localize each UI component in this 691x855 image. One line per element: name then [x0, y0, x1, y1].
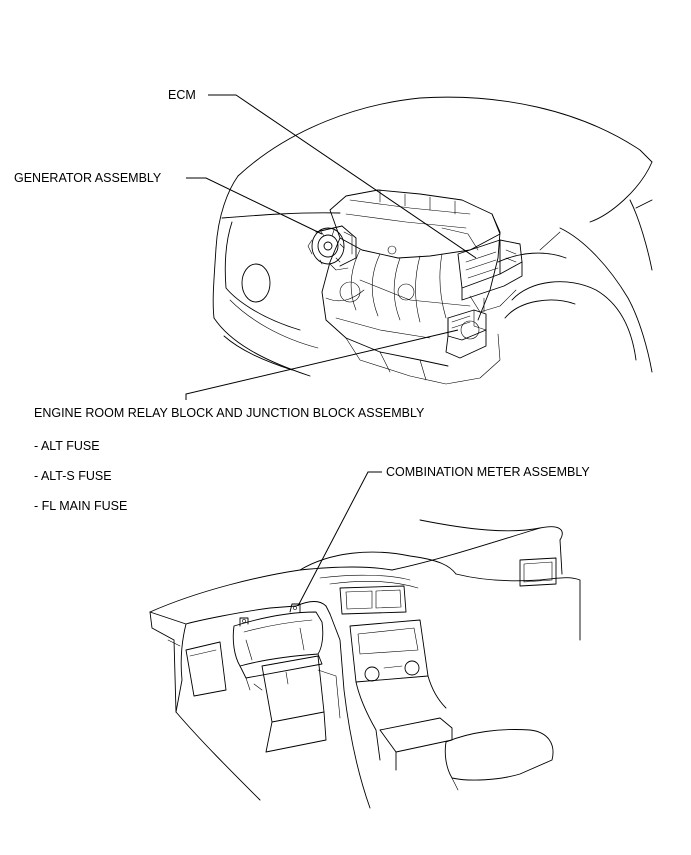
vehicle-front-body: [212, 96, 653, 377]
fuse-list-item: - FL MAIN FUSE: [34, 499, 128, 513]
combination-meter-leader-line: [297, 471, 382, 607]
generator-leader-line: [186, 177, 323, 235]
fuse-list-item: - ALT FUSE: [34, 439, 100, 453]
engine-room-relay-block-label: ENGINE ROOM RELAY BLOCK AND JUNCTION BLO…: [34, 406, 425, 420]
instrument-panel-illustration: [149, 519, 581, 809]
fuse-list-item: - ALT-S FUSE: [34, 469, 112, 483]
generator-assembly-drawing: [307, 225, 357, 271]
combination-meter-drawing: [232, 603, 324, 691]
ecm-leader-line: [208, 94, 477, 259]
ecm-drawing: [457, 239, 523, 313]
relay-block-drawing: [445, 309, 487, 359]
upper-leader-lines: [185, 94, 477, 400]
combination-meter-assembly-label: COMBINATION METER ASSEMBLY: [386, 465, 590, 479]
relay-block-leader-line: [185, 329, 459, 400]
ecm-label: ECM: [168, 88, 196, 102]
generator-assembly-label: GENERATOR ASSEMBLY: [14, 171, 162, 185]
engine-assembly: [321, 189, 501, 385]
